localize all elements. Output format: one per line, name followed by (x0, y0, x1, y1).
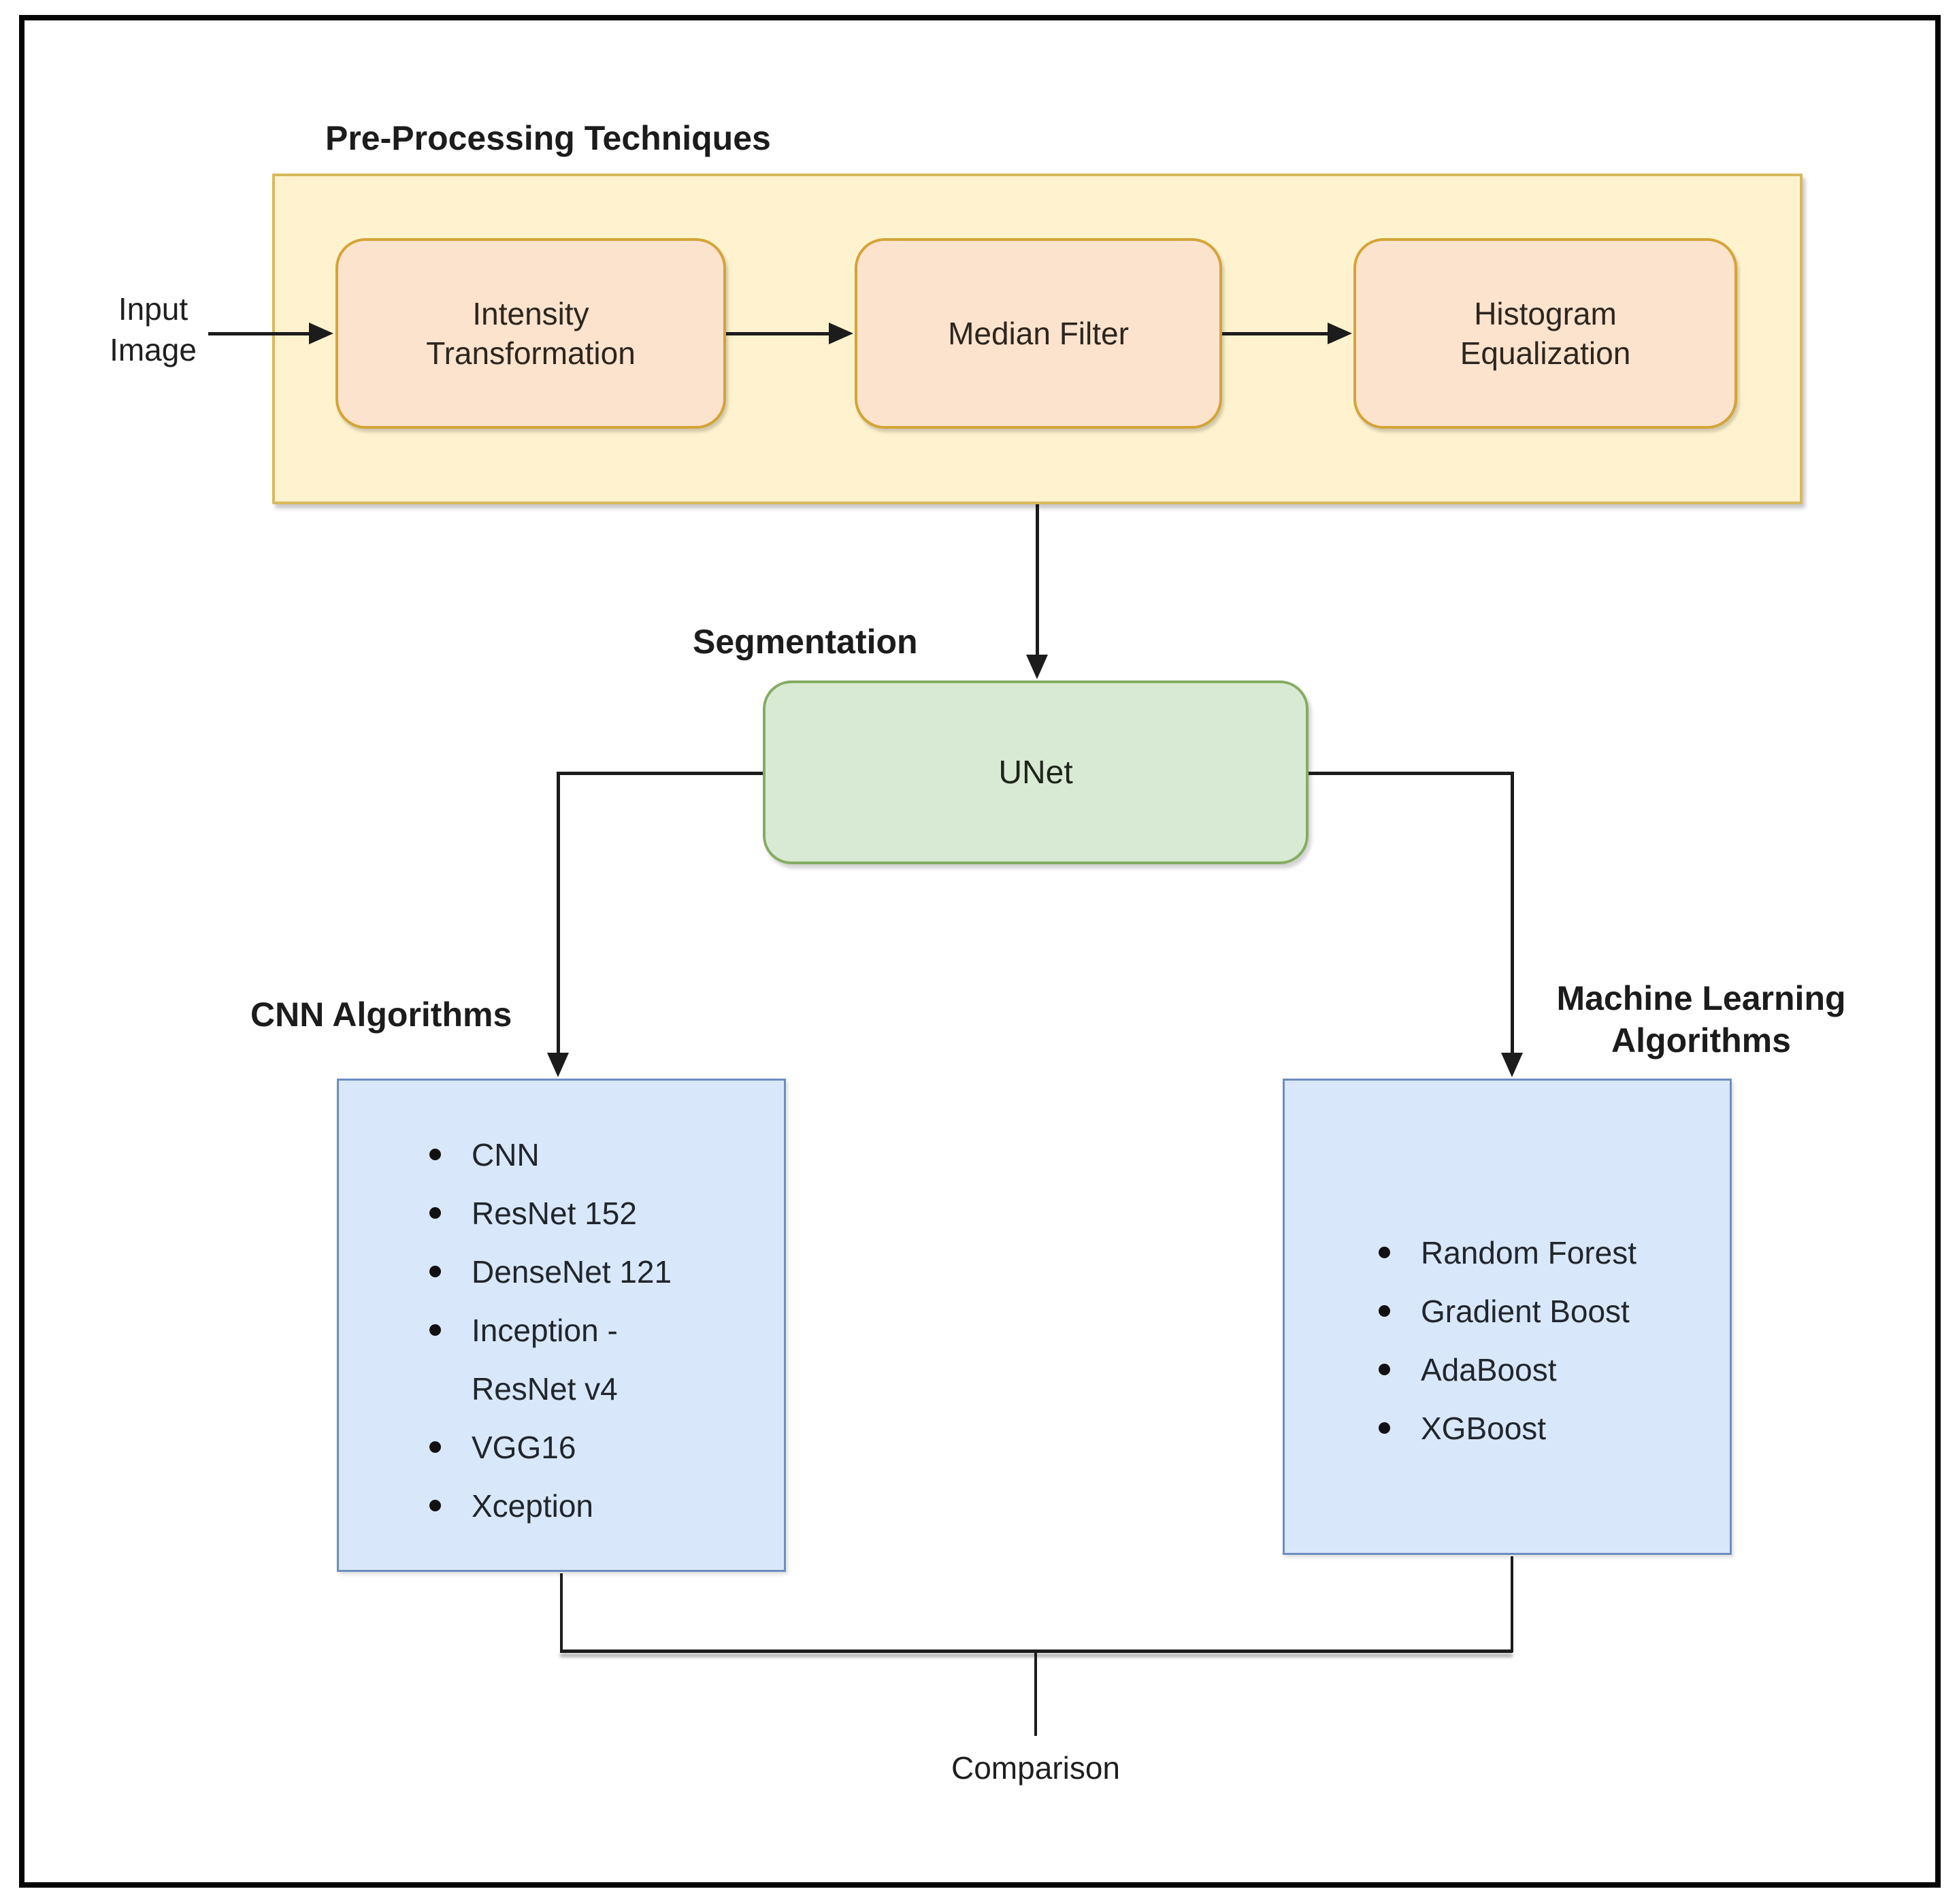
step-label: Histogram Equalization (1460, 296, 1631, 371)
input-image-label: Input Image (110, 291, 197, 367)
item-label: Random Forest (1421, 1235, 1637, 1270)
comparison-connector-v (1034, 1653, 1037, 1736)
container-to-unet-arrow-head (1026, 655, 1048, 679)
bullet-dot-icon (429, 1500, 441, 1511)
unet-to-cnn-connector-v (557, 772, 560, 1055)
comparison-label: Comparison (951, 1750, 1120, 1786)
preprocessing-title: Pre-Processing Techniques (325, 119, 771, 157)
input-arrow-head (309, 323, 333, 344)
bullet-dot-icon (429, 1149, 441, 1160)
input-arrow-line (208, 332, 312, 335)
step-box-intensity-transformation: Intensity Transformation (335, 238, 726, 429)
step-arrow-2-line (1222, 332, 1330, 335)
item-label: Gradient Boost (1421, 1294, 1630, 1329)
step-arrow-1-line (726, 332, 832, 335)
unet-to-ml-connector-h (1309, 772, 1513, 775)
list-item: DenseNet 121 (429, 1243, 777, 1301)
unet-to-ml-connector-v (1511, 772, 1514, 1055)
bullet-dot-icon (429, 1207, 441, 1219)
item-label: AdaBoost (1421, 1352, 1557, 1388)
step-arrow-2-head (1328, 323, 1352, 344)
item-label: DenseNet 121 (472, 1254, 672, 1290)
list-item: Xception (429, 1477, 777, 1535)
step-arrow-1-head (829, 323, 853, 344)
bullet-dot-icon (1379, 1305, 1390, 1317)
item-label: Inception - ResNet v4 (472, 1313, 618, 1407)
step-label: Intensity Transformation (426, 296, 636, 371)
bullet-dot-icon (1379, 1422, 1390, 1434)
list-item: VGG16 (429, 1418, 777, 1477)
comparison-connector-h (560, 1649, 1513, 1653)
unet-to-cnn-arrow-head (547, 1053, 569, 1077)
list-item: Inception - ResNet v4 (429, 1301, 777, 1418)
ml-to-comparison-connector (1511, 1556, 1513, 1652)
bullet-dot-icon (1379, 1364, 1390, 1375)
ml-box: Random Forest Gradient Boost AdaBoost XG… (1283, 1079, 1732, 1555)
list-item: Random Forest (1379, 1224, 1723, 1282)
bullet-dot-icon (429, 1266, 441, 1277)
unet-label: UNet (998, 754, 1073, 791)
item-label: ResNet 152 (472, 1196, 637, 1231)
list-item: Gradient Boost (1379, 1282, 1723, 1341)
step-box-median-filter: Median Filter (855, 238, 1222, 429)
list-item: AdaBoost (1379, 1341, 1723, 1399)
cnn-algorithms-label: CNN Algorithms (250, 996, 512, 1034)
list-item: ResNet 152 (429, 1184, 777, 1243)
unet-box: UNet (763, 680, 1309, 864)
cnn-box: CNN ResNet 152 DenseNet 121 Inception - … (337, 1079, 786, 1572)
bullet-dot-icon (429, 1324, 441, 1336)
unet-to-ml-arrow-head (1501, 1053, 1523, 1077)
bullet-dot-icon (1379, 1247, 1390, 1258)
bullet-dot-icon (429, 1441, 441, 1453)
step-label: Median Filter (948, 316, 1129, 351)
segmentation-label: Segmentation (693, 623, 918, 661)
ml-algorithms-label: Machine Learning Algorithms (1556, 979, 1846, 1060)
item-label: CNN (472, 1137, 540, 1172)
container-to-unet-arrow-line (1036, 504, 1039, 657)
list-item: CNN (429, 1126, 777, 1184)
item-label: XGBoost (1421, 1411, 1547, 1446)
unet-to-cnn-connector-h (557, 772, 763, 775)
step-box-histogram-equalization: Histogram Equalization (1353, 238, 1737, 429)
cnn-to-comparison-connector (560, 1573, 563, 1652)
item-label: Xception (472, 1488, 594, 1524)
item-label: VGG16 (472, 1430, 576, 1465)
list-item: XGBoost (1379, 1399, 1723, 1458)
diagram-frame (19, 15, 1941, 1888)
